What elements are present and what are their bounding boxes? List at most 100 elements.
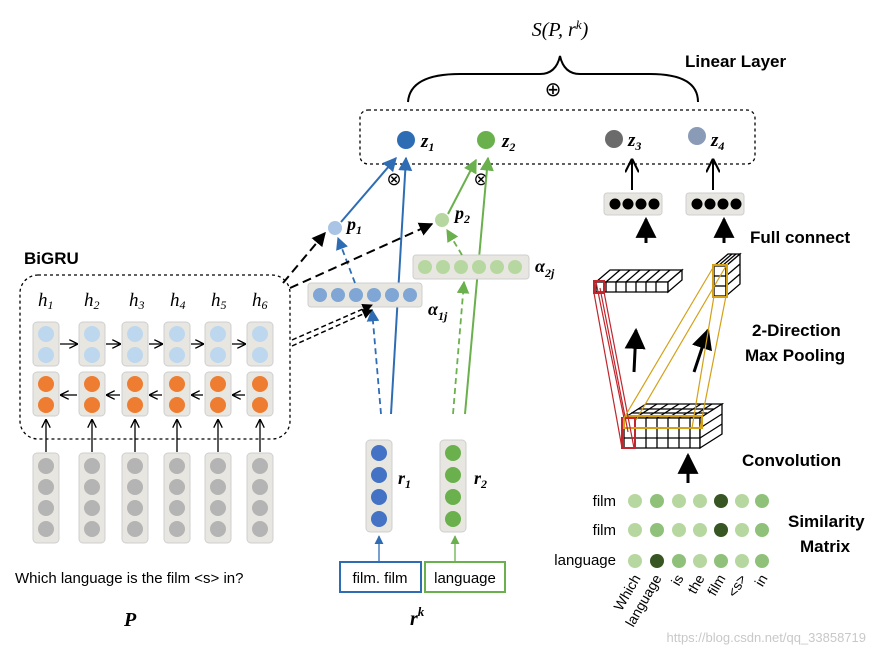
relation-word-2: language — [434, 570, 496, 587]
matrix-cell — [672, 523, 686, 537]
matrix-cell — [628, 554, 642, 568]
z1-node — [397, 131, 415, 149]
alpha1-dot-6 — [403, 288, 417, 302]
matrix-col-label-5: film — [704, 572, 729, 599]
h4-label: h4 — [170, 290, 186, 312]
backward-unit — [127, 376, 143, 392]
h2-label: h2 — [84, 290, 100, 312]
matrix-cell — [735, 494, 749, 508]
similarity-label-line1: Similarity — [788, 512, 865, 531]
z3-label: z3 — [627, 130, 641, 153]
matrix-cell — [650, 523, 664, 537]
z4-node — [688, 127, 706, 145]
word-vector-2 — [78, 452, 106, 544]
alpha1-dots — [313, 288, 417, 302]
similarity-label-line2: Matrix — [800, 537, 851, 556]
forward-unit — [127, 347, 143, 363]
alpha2-dot-4 — [472, 260, 486, 274]
matrix-cell — [714, 494, 728, 508]
linear-layer-label: Linear Layer — [685, 52, 786, 71]
full-connect-label: Full connect — [750, 228, 850, 247]
forward-unit — [252, 347, 268, 363]
backward-unit — [252, 376, 268, 392]
matrix-cell — [755, 554, 769, 568]
backward-unit — [169, 397, 185, 413]
backward-unit — [38, 397, 54, 413]
forward-unit — [169, 326, 185, 342]
question-text: Which language is the film <s> in? — [15, 570, 243, 587]
p2-node — [435, 213, 449, 227]
matrix-cell — [755, 494, 769, 508]
forward-unit — [169, 347, 185, 363]
alpha2-dot-5 — [490, 260, 504, 274]
z4-label: z4 — [710, 130, 724, 153]
alpha2-dots — [418, 260, 522, 274]
matrix-row-label-3: language — [554, 552, 616, 569]
input-embeddings — [32, 452, 274, 544]
r2-label: r2 — [474, 468, 487, 491]
matrix-cell — [714, 554, 728, 568]
relation-word-box-2 — [424, 561, 506, 593]
row-pool-highlight — [593, 280, 605, 294]
matrix-col-label-7: in — [751, 572, 770, 589]
bigru-box — [19, 274, 291, 440]
score-formula: S(P, rk) — [532, 17, 589, 42]
z2-label: z2 — [501, 131, 515, 154]
gru-cells — [32, 321, 274, 417]
bigru-to-p2-arrow — [289, 222, 434, 289]
alpha2-dot-6 — [508, 260, 522, 274]
input-to-gru-arrows — [46, 420, 260, 452]
p1-node — [328, 221, 342, 235]
h1-label: h1 — [38, 290, 54, 312]
r1-vector — [365, 439, 393, 533]
alpha1-dot-4 — [367, 288, 381, 302]
bigru-to-p1-arrow — [282, 231, 326, 284]
r2-vector — [439, 439, 467, 533]
matrix-cell — [693, 494, 707, 508]
alpha2-dot-2 — [436, 260, 450, 274]
red-projection-lines — [593, 281, 635, 449]
forward-unit — [84, 326, 100, 342]
alpha1-to-p1-arrow — [336, 236, 356, 284]
matrix-cell — [714, 523, 728, 537]
forward-unit — [127, 326, 143, 342]
z1-label: z1 — [420, 131, 434, 154]
convolution-label: Convolution — [742, 451, 841, 470]
pooling-label-line1: 2-Direction — [752, 321, 841, 340]
forward-unit — [84, 347, 100, 363]
matrix-cell — [672, 554, 686, 568]
backward-unit — [84, 376, 100, 392]
relation-word-box-1 — [339, 561, 422, 593]
otimes-symbol-1: ⊗ — [386, 169, 401, 190]
h6-label: h6 — [252, 290, 268, 312]
forward-unit — [210, 326, 226, 342]
p1-to-z1-arrow — [340, 156, 397, 223]
relation-word-1: film. film — [353, 570, 408, 587]
matrix-col-label-6: <s> — [724, 572, 750, 600]
r1-label: r1 — [398, 468, 411, 491]
z3-node — [605, 130, 623, 148]
h-labels: h1 h2 h3 h4 h5 h6 — [38, 290, 268, 312]
watermark: https://blog.csdn.net/qq_33858719 — [667, 630, 867, 645]
z2-node — [477, 131, 495, 149]
backward-unit — [169, 376, 185, 392]
oplus-symbol: ⊕ — [545, 77, 562, 101]
h5-label: h5 — [211, 290, 227, 312]
word-vector-3 — [121, 452, 149, 544]
conv-row-highlight — [623, 415, 703, 429]
bigru-label: BiGRU — [24, 249, 79, 268]
p1-label: p1 — [345, 214, 362, 237]
matrix-cell — [693, 554, 707, 568]
matrix-cell — [693, 523, 707, 537]
matrix-cell — [735, 523, 749, 537]
word-vector-1 — [32, 452, 60, 544]
pooling-label-line2: Max Pooling — [745, 346, 845, 365]
matrix-row-label-1: film — [593, 493, 616, 510]
backward-unit — [210, 397, 226, 413]
conv-to-pool2-arrow — [692, 328, 712, 373]
summation-brace — [407, 55, 699, 103]
similarity-matrix: film film language Which language is the… — [554, 493, 770, 629]
alpha2-label: α2j — [535, 256, 555, 280]
matrix-row-label-2: film — [593, 522, 616, 539]
